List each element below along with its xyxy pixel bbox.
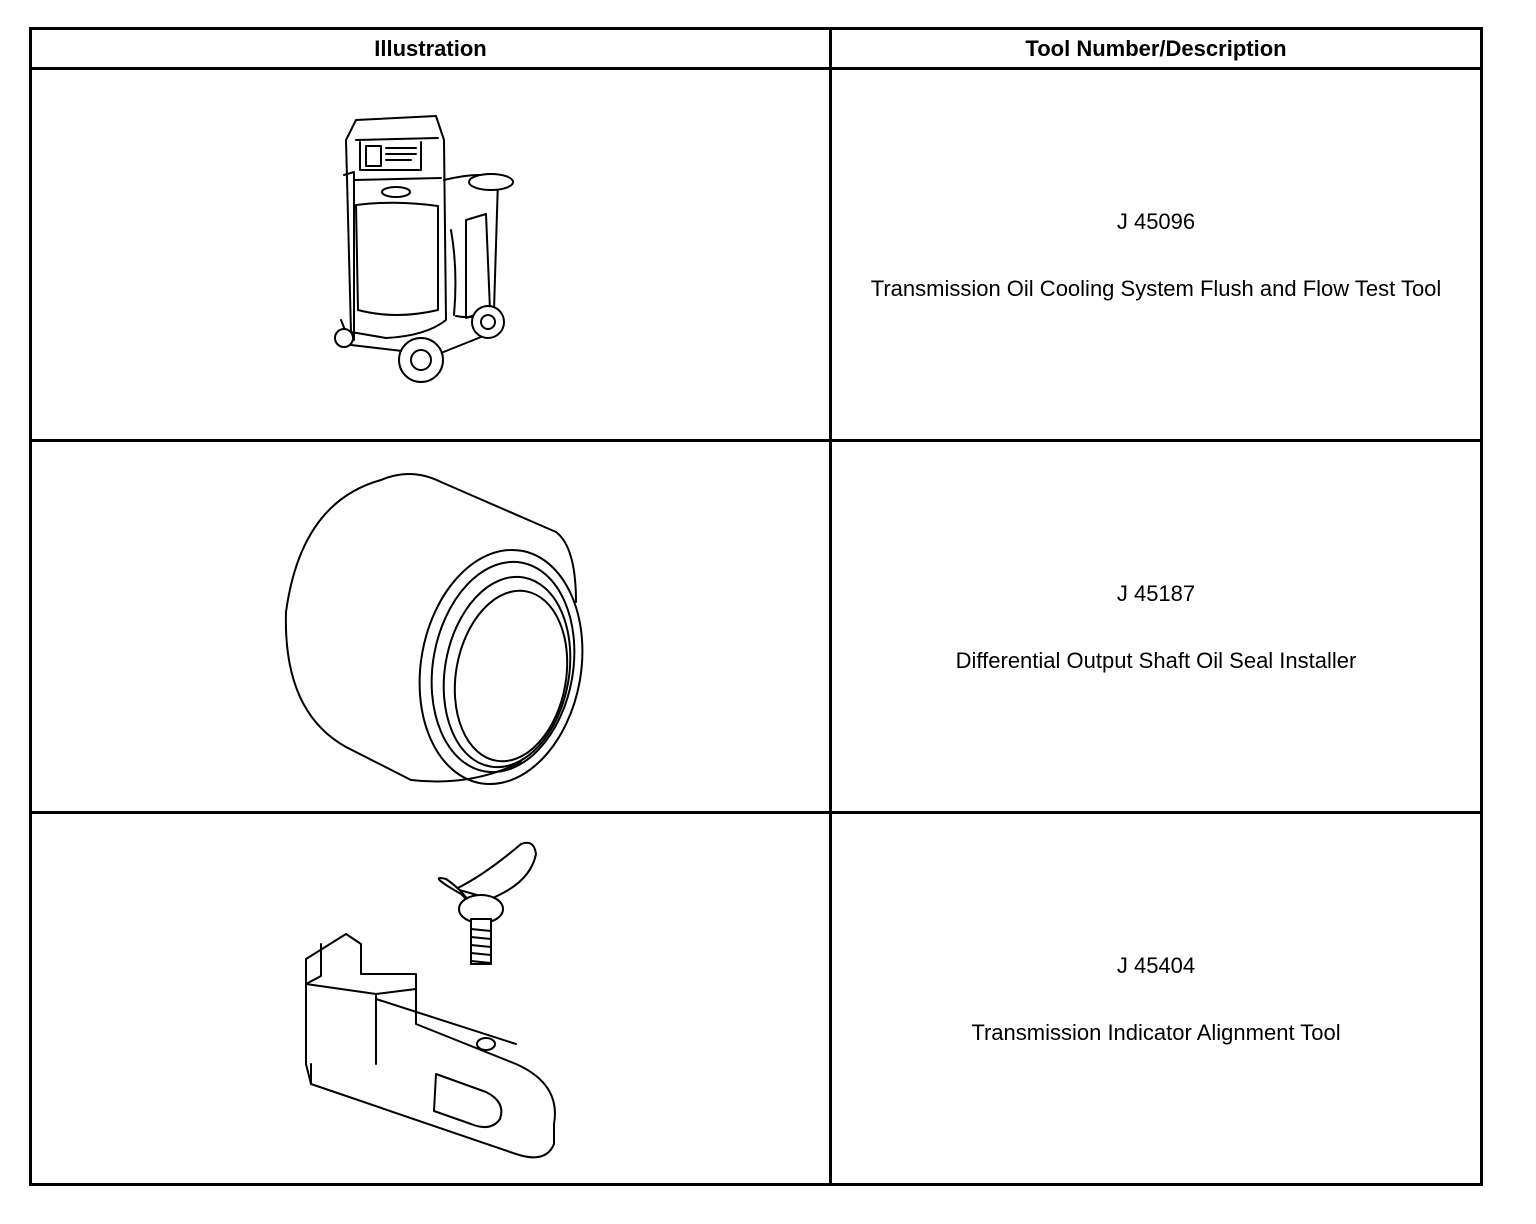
description-cell: J 45187 Differential Output Shaft Oil Se…: [829, 439, 1483, 814]
description-cell: J 45096 Transmission Oil Cooling System …: [829, 67, 1483, 442]
description-cell: J 45404 Transmission Indicator Alignment…: [829, 811, 1483, 1186]
table-row: J 45404 Transmission Indicator Alignment…: [29, 811, 1483, 1186]
illustration-cell: [29, 439, 832, 814]
table-header-row: Illustration Tool Number/Description: [29, 27, 1483, 70]
header-illustration: Illustration: [29, 27, 832, 70]
alignment-tool-icon: [304, 841, 556, 1158]
tool-description: Transmission Oil Cooling System Flush an…: [870, 275, 1442, 301]
tool-description: Transmission Indicator Alignment Tool: [971, 1019, 1341, 1045]
header-tool-description: Tool Number/Description: [829, 27, 1483, 70]
tool-number: J 45096: [1116, 208, 1196, 234]
special-tools-table: Illustration Tool Number/Description: [29, 27, 1483, 1186]
tool-number: J 45187: [1116, 580, 1196, 606]
seal-installer-icon: [284, 472, 583, 785]
table-row: J 45096 Transmission Oil Cooling System …: [29, 67, 1483, 442]
flush-cart-icon: [333, 114, 514, 383]
illustration-cell: [29, 811, 832, 1186]
tool-description: Differential Output Shaft Oil Seal Insta…: [955, 647, 1357, 673]
illustration-cell: [29, 67, 832, 442]
table-row: J 45187 Differential Output Shaft Oil Se…: [29, 439, 1483, 814]
tool-number: J 45404: [1116, 952, 1196, 978]
